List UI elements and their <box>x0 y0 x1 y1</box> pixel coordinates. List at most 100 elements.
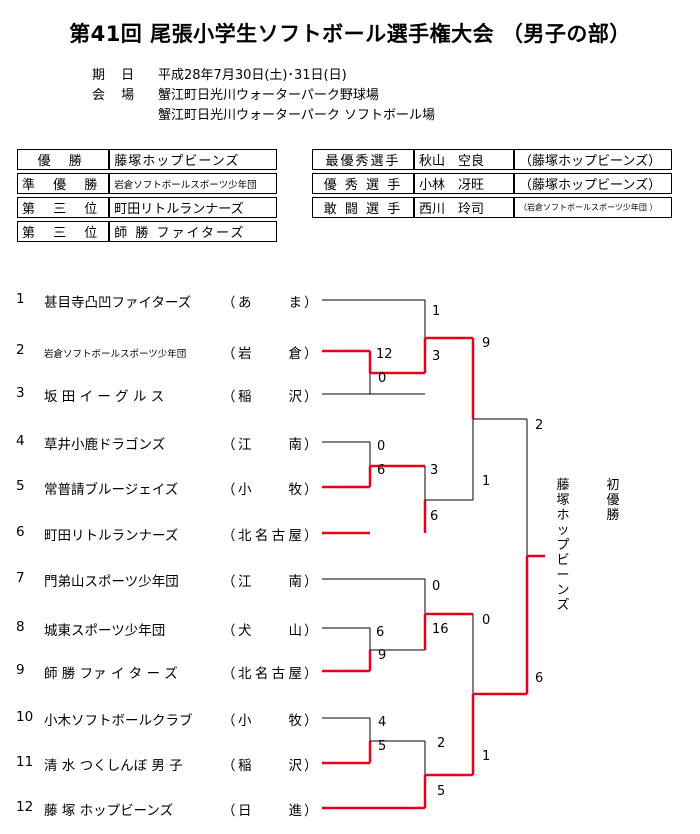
venue-line-2: 蟹江町日光川ウォーターパーク ソフトボール場 <box>158 108 436 123</box>
team-number: 3 <box>16 385 25 401</box>
paren-open: （ <box>222 528 236 544</box>
team-number: 2 <box>16 342 25 358</box>
score-r2-c-top: 0 <box>432 579 441 594</box>
paren-close: ） <box>304 528 318 544</box>
paren-open: （ <box>222 346 236 362</box>
team-number: 8 <box>16 619 25 635</box>
paren-close: ） <box>304 803 318 819</box>
team-number: 9 <box>16 662 25 678</box>
paren-close: ） <box>304 758 318 774</box>
team-number: 5 <box>16 478 25 494</box>
score-r1-a-top: 12 <box>376 347 393 362</box>
paren-close: ） <box>304 623 318 639</box>
paren-open: （ <box>222 437 236 453</box>
team-name: 門弟山スポーツ少年団 <box>44 574 179 590</box>
score-sf-a-bot: 1 <box>482 474 491 489</box>
team-name: 藤 塚 ホップビーンズ <box>44 803 174 819</box>
date-value: 平成28年7月30日(土)･31日(日) <box>158 68 347 83</box>
team-name: 師 勝 ファ イ タ ー ズ <box>44 666 178 682</box>
venue-label: 会 場 <box>92 88 141 103</box>
result-row: 第 三 位 師 勝 ファイターズ <box>17 221 278 242</box>
result-row: 優 勝 藤塚ホップビーンズ <box>17 149 278 170</box>
paren-open: （ <box>222 666 236 682</box>
paren-close: ） <box>304 574 318 590</box>
paren-open: （ <box>222 389 236 405</box>
score-sf-b-bot: 1 <box>482 749 491 764</box>
score-r2-a-bot: 3 <box>432 349 441 364</box>
paren-close: ） <box>304 482 318 498</box>
score-f-top: 2 <box>535 418 544 433</box>
rank-label: 優 勝 <box>17 149 110 170</box>
score-r1-c-top: 6 <box>376 625 385 640</box>
team-number: 12 <box>16 799 34 815</box>
paren-open: （ <box>222 482 236 498</box>
result-row: 第 三 位 町田リトルランナーズ <box>17 197 278 218</box>
team-location: 岩 倉 <box>238 346 302 362</box>
team-name: 町田リトルランナーズ <box>44 528 179 544</box>
paren-close: ） <box>304 437 318 453</box>
score-r2-b-bot: 6 <box>430 509 439 524</box>
date-label: 期 日 <box>92 68 141 83</box>
score-r1-b-bot: 6 <box>377 463 386 478</box>
awards-table: 最優秀選手 秋山 空良 （藤塚ホップビーンズ） 優 秀 選 手 小林 冴旺 （藤… <box>312 146 672 221</box>
team-location: 犬 山 <box>238 623 302 639</box>
venue-line-1: 蟹江町日光川ウォーターパーク野球場 <box>158 88 379 103</box>
score-r2-d-top: 2 <box>437 736 446 751</box>
score-sf-b-top: 0 <box>482 613 491 628</box>
award-team: （岩倉ソフトボールスポーツ少年団 ） <box>514 197 672 218</box>
score-r1-b-top: 0 <box>377 439 386 454</box>
page-title: 第41回 尾張小学生ソフトボール選手権大会 （男子の部） <box>69 22 631 46</box>
team-name: 清 水 つくしんぼ 男 子 <box>44 758 183 774</box>
team-name: 草井小鹿ドラゴンズ <box>44 437 166 453</box>
award-title: 優 秀 選 手 <box>312 173 414 194</box>
award-row: 最優秀選手 秋山 空良 （藤塚ホップビーンズ） <box>312 149 672 170</box>
team-name: 坂 田 イ ー グ ル ス <box>44 389 165 405</box>
team-location: 江 南 <box>238 437 302 453</box>
team-location: 江 南 <box>238 574 302 590</box>
result-team: 岩倉ソフトボールスポーツ少年団 <box>109 173 278 194</box>
team-location: 北名古屋 <box>238 666 302 682</box>
result-team: 町田リトルランナーズ <box>109 197 278 218</box>
award-title: 敢 闘 選 手 <box>312 197 414 218</box>
champion-label: 初優勝 <box>606 478 620 523</box>
paren-close: ） <box>304 389 318 405</box>
score-r2-c-bot: 16 <box>432 622 449 637</box>
team-location: 北名古屋 <box>238 528 302 544</box>
rank-label: 第 三 位 <box>17 197 110 218</box>
rank-label: 準 優 勝 <box>17 173 110 194</box>
team-name: 小木ソフトボールクラブ <box>44 713 193 729</box>
result-team: 師 勝 ファイターズ <box>109 221 278 242</box>
paren-close: ） <box>304 666 318 682</box>
result-team: 藤塚ホップビーンズ <box>109 149 278 170</box>
team-location: 稲 沢 <box>238 389 302 405</box>
award-team: （藤塚ホップビーンズ） <box>514 149 672 170</box>
rank-label: 第 三 位 <box>17 221 110 242</box>
team-number: 10 <box>16 709 34 725</box>
team-number: 11 <box>16 754 34 770</box>
paren-open: （ <box>222 758 236 774</box>
award-name: 小林 冴旺 <box>414 173 514 194</box>
score-r1-d-top: 4 <box>378 715 387 730</box>
team-location: 稲 沢 <box>238 758 302 774</box>
score-r1-c-bot: 9 <box>378 648 387 663</box>
award-row: 敢 闘 選 手 西川 玲司 （岩倉ソフトボールスポーツ少年団 ） <box>312 197 672 218</box>
paren-open: （ <box>222 295 236 311</box>
team-number: 1 <box>16 291 25 307</box>
team-location: 小 牧 <box>238 713 302 729</box>
team-name: 城東スポーツ少年団 <box>44 623 166 639</box>
result-row: 準 優 勝 岩倉ソフトボールスポーツ少年団 <box>17 173 278 194</box>
team-name: 常普請ブルージェイズ <box>44 482 179 498</box>
team-location: あ ま <box>238 295 302 311</box>
paren-close: ） <box>304 713 318 729</box>
team-number: 7 <box>16 570 25 586</box>
score-r1-a-bot: 0 <box>378 371 387 386</box>
paren-close: ） <box>304 346 318 362</box>
results-table: 優 勝 藤塚ホップビーンズ 準 優 勝 岩倉ソフトボールスポーツ少年団 第 三 … <box>17 146 278 245</box>
champion-team: 藤塚ホップビーンズ <box>556 478 570 613</box>
paren-open: （ <box>222 713 236 729</box>
paren-open: （ <box>222 574 236 590</box>
score-r2-d-bot: 5 <box>437 784 446 799</box>
award-team: （藤塚ホップビーンズ） <box>514 173 672 194</box>
team-location: 小 牧 <box>238 482 302 498</box>
